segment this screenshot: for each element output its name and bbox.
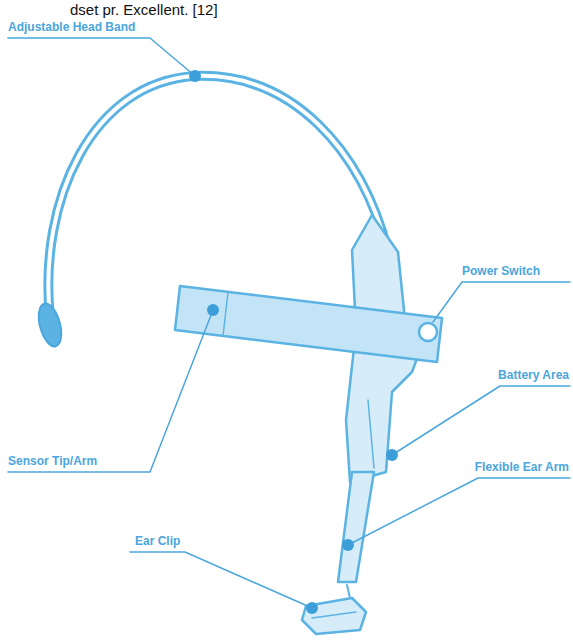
head-band [48,76,388,318]
leader-line [348,478,570,545]
part-label: Sensor Tip/Arm [8,454,97,469]
leader-line [8,38,195,76]
ear-clip-jaw [312,612,356,618]
callout-dot [386,449,398,461]
callout-dot [306,602,318,614]
head-band-inner [48,76,388,318]
ear-clip [302,598,366,634]
callout-dot [189,70,201,82]
part-label: Flexible Ear Arm [475,460,569,475]
housing-seam [368,400,374,468]
leader-line [8,310,213,472]
callout-dot [207,304,219,316]
part-label: Adjustable Head Band [8,20,135,35]
power-switch [419,323,437,341]
ear-pad [35,301,66,349]
part-label: Battery Area [498,368,569,383]
part-label: Power Switch [462,264,540,279]
part-label: Ear Clip [135,534,180,549]
sensor-tip-seam [223,292,228,336]
callout-dot [342,539,354,551]
leader-line [392,386,570,455]
flexible-ear-arm [338,472,374,582]
clip-wire [347,585,350,598]
leader-line [433,282,570,322]
leader-line [130,552,312,608]
figure-caption-fragment: dset pr. Excellent. [12] [70,1,218,18]
sensor-arm [175,286,442,362]
